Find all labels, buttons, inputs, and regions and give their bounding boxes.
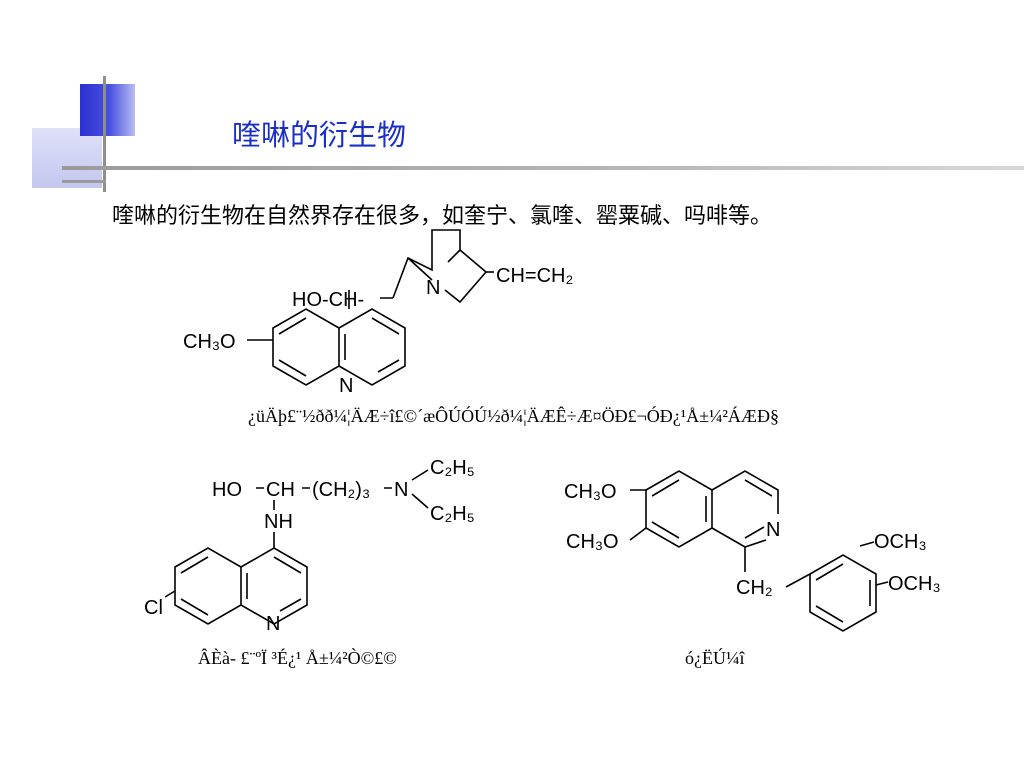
chloroquine-ethyl-2: C₂H₅ [430, 503, 475, 525]
quinine-ring-n: N [339, 375, 353, 397]
chloroquine-caption: ÂÈà- £¨ºÏ ³É¿¹ Å±¼²Ò©£© [198, 647, 397, 668]
chloroquine-amine-n: N [394, 479, 408, 501]
papaverine-methoxy-bonds [629, 489, 647, 541]
chloroquine-ring-n: N [266, 613, 280, 635]
decor-vertical-line [103, 76, 106, 192]
chloroquine-ethyl-1: C₂H₅ [430, 457, 475, 479]
decor-short-line [62, 180, 106, 183]
papaverine-ch2: CH₂ [736, 577, 773, 599]
quinine-vinyl: CH=CH₂ [496, 265, 573, 287]
quinine-bridge-n: N [426, 277, 440, 299]
chloroquine-ch: CH [266, 479, 295, 501]
quinine-structure: HO-CH- CH₃O N N CH=CH₂ ¿üÄþ£¨½ðð¼¦ÄÆ÷î£©… [183, 229, 779, 426]
quinine-caption: ¿üÄþ£¨½ðð¼¦ÄÆ÷î£©´æÔÚÓÚ½ð¼¦ÄÆÊ÷Æ¤ÖÐ£¬ÓÐ¿… [248, 405, 779, 426]
papaverine-och3-c: OCH₃ [874, 531, 927, 553]
chloroquine-chain-bonds [256, 469, 429, 509]
papaverine-caption: ó¿ËÚ¼î [685, 647, 745, 668]
title-underline [62, 166, 1024, 170]
papaverine-ring-n: N [766, 519, 780, 541]
papaverine-structure: CH₃O CH₃O N CH₂ OCH₃ OCH₃ ó¿ËÚ¼î [564, 470, 941, 668]
chloroquine-cl-bond [164, 590, 176, 598]
slide-title: 喹啉的衍生物 [232, 118, 407, 152]
quinine-ch3o: CH₃O [183, 331, 236, 353]
papaverine-ch3o-b: CH₃O [566, 531, 619, 553]
decor-light-square [32, 128, 102, 188]
quinine-ho-ch: HO-CH- [292, 289, 364, 311]
papaverine-ring-methoxy-bonds [859, 541, 889, 586]
papaverine-och3-d: OCH₃ [888, 573, 941, 595]
papaverine-isoquinoline-bonds [645, 470, 779, 548]
chloroquine-structure: HO CH (CH₂)₃ N C₂H₅ C₂H₅ NH Cl N ÂÈà- £¨… [144, 457, 475, 668]
quinine-cage-bonds [380, 229, 488, 304]
chloroquine-ring-bonds [174, 547, 308, 625]
decor-blue-square [80, 84, 135, 136]
chloroquine-cl: Cl [144, 597, 163, 619]
papaverine-ch2-bonds [744, 547, 811, 588]
quinine-ring-bonds [272, 308, 406, 386]
chloroquine-chain: (CH₂)₃ [312, 479, 370, 501]
papaverine-ch3o-a: CH₃O [564, 481, 617, 503]
papaverine-benzene-bonds [809, 554, 877, 632]
chloroquine-nh: NH [264, 511, 293, 533]
intro-text: 喹啉的衍生物在自然界存在很多，如奎宁、氯喹、罂粟碱、吗啡等。 [112, 204, 773, 229]
chloroquine-ho: HO [212, 479, 242, 501]
